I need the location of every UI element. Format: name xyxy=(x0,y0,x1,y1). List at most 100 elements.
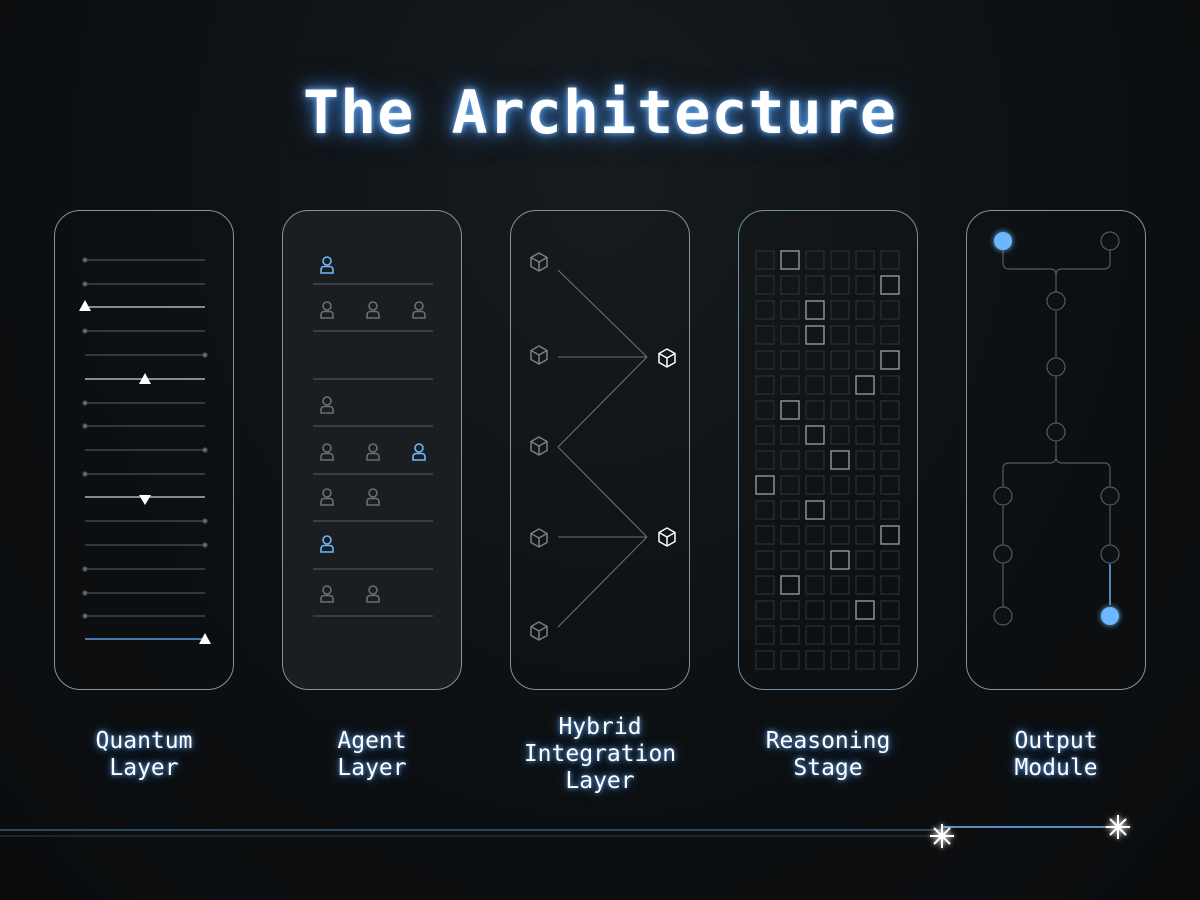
cube-icon xyxy=(530,345,548,365)
grid-cell xyxy=(780,275,800,295)
person-icon xyxy=(366,488,380,506)
grid-cell xyxy=(755,575,775,595)
grid-cell xyxy=(755,350,775,370)
grid-cell xyxy=(755,650,775,670)
grid-cell xyxy=(855,525,875,545)
grid-cell xyxy=(780,550,800,570)
node-circle-active xyxy=(994,232,1012,250)
cube-icon-active xyxy=(658,348,676,368)
grid-cell xyxy=(830,475,850,495)
grid-cell xyxy=(880,400,900,420)
person-icon-active xyxy=(412,443,426,461)
grid-cell xyxy=(855,300,875,320)
grid-cell xyxy=(830,500,850,520)
grid-cell xyxy=(780,650,800,670)
grid-cell xyxy=(880,500,900,520)
node-circle xyxy=(993,606,1013,626)
reasoning-stage-card xyxy=(738,210,918,690)
person-icon xyxy=(366,443,380,461)
grid-cell xyxy=(830,350,850,370)
grid-cell xyxy=(780,500,800,520)
grid-cell xyxy=(755,625,775,645)
grid-cell xyxy=(755,600,775,620)
grid-cell xyxy=(830,325,850,345)
grid-cell xyxy=(755,375,775,395)
triangle-marker-icon xyxy=(199,633,211,644)
grid-cell-active xyxy=(755,475,775,495)
grid-cell xyxy=(855,250,875,270)
node-circle xyxy=(1046,291,1066,311)
grid-cell-active xyxy=(830,550,850,570)
person-icon xyxy=(320,301,334,319)
node-circle xyxy=(993,544,1013,564)
person-icon xyxy=(320,585,334,603)
grid-cell xyxy=(755,500,775,520)
person-icon-active xyxy=(320,535,334,553)
grid-cell xyxy=(880,625,900,645)
grid-cell xyxy=(880,425,900,445)
grid-cell xyxy=(830,425,850,445)
person-icon xyxy=(320,443,334,461)
grid-cell xyxy=(880,450,900,470)
grid-cell xyxy=(780,525,800,545)
node-circle xyxy=(1100,486,1120,506)
grid-cell xyxy=(855,275,875,295)
node-circle-active xyxy=(1101,607,1119,625)
grid-cell xyxy=(780,450,800,470)
quantum-layer-card xyxy=(54,210,234,690)
person-icon-active xyxy=(320,256,334,274)
person-icon xyxy=(320,488,334,506)
grid-cell-active xyxy=(855,600,875,620)
footer-timeline xyxy=(0,814,1131,849)
grid-cell xyxy=(805,625,825,645)
grid-cell xyxy=(880,375,900,395)
grid-cell xyxy=(830,375,850,395)
person-icon xyxy=(412,301,426,319)
grid-cell-active xyxy=(805,500,825,520)
grid-cell-active xyxy=(880,525,900,545)
grid-cell xyxy=(880,550,900,570)
grid-cell xyxy=(805,275,825,295)
grid-cell xyxy=(855,325,875,345)
grid-cell xyxy=(755,400,775,420)
grid-cell xyxy=(855,425,875,445)
triangle-marker-icon xyxy=(139,373,151,384)
cube-icon xyxy=(530,252,548,272)
grid-cell xyxy=(805,400,825,420)
grid-cell xyxy=(830,575,850,595)
cube-icon xyxy=(530,436,548,456)
grid-cell xyxy=(755,450,775,470)
grid-cell xyxy=(755,550,775,570)
grid-cell xyxy=(880,475,900,495)
grid-cell xyxy=(755,525,775,545)
grid-cell xyxy=(880,600,900,620)
reasoning-grid xyxy=(755,250,900,670)
node-circle xyxy=(1100,231,1120,251)
grid-cell xyxy=(805,375,825,395)
grid-cell xyxy=(805,600,825,620)
output-module-diagram xyxy=(993,231,1120,626)
grid-cell xyxy=(830,300,850,320)
triangle-marker-icon xyxy=(79,300,91,311)
grid-cell-active xyxy=(855,375,875,395)
grid-cell xyxy=(780,425,800,445)
grid-cell xyxy=(855,575,875,595)
grid-cell xyxy=(755,425,775,445)
grid-cell xyxy=(830,625,850,645)
person-icon xyxy=(366,301,380,319)
node-circle xyxy=(1046,357,1066,377)
quantum-layer-diagram xyxy=(79,257,211,644)
grid-cell xyxy=(880,325,900,345)
grid-cell xyxy=(855,400,875,420)
grid-cell xyxy=(780,600,800,620)
grid-cell xyxy=(805,575,825,595)
grid-cell xyxy=(830,525,850,545)
grid-cell-active xyxy=(805,325,825,345)
grid-cell xyxy=(830,600,850,620)
grid-cell xyxy=(780,350,800,370)
grid-cell xyxy=(755,300,775,320)
